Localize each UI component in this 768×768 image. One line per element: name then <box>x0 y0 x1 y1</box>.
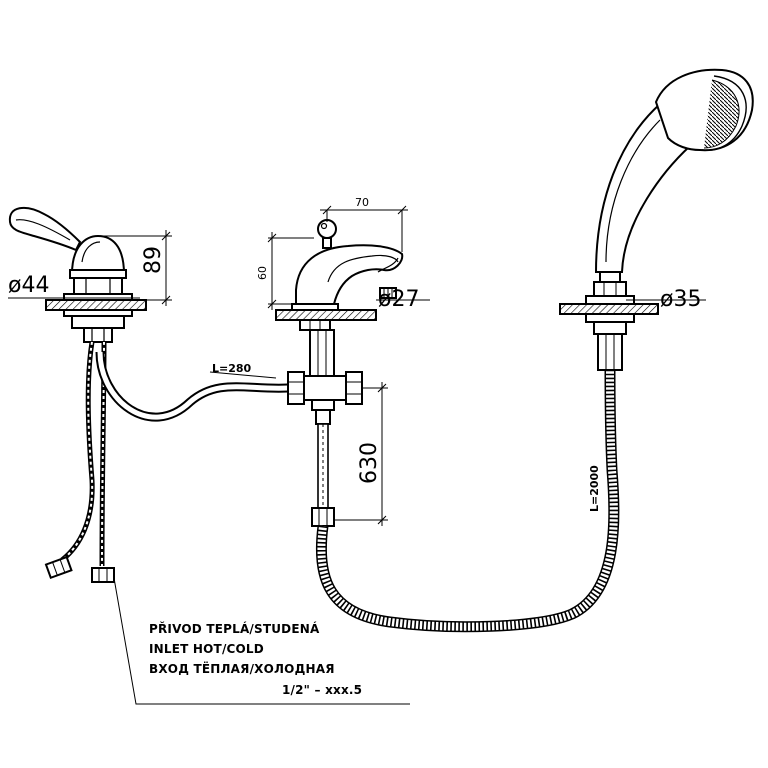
inlet-note-czech: PŘIVOD TEPLÁ/STUDENÁ <box>149 622 320 636</box>
dim-shower-hose-length: L=2000 <box>588 465 601 512</box>
dim-shower-holder-diameter: ø35 <box>660 287 701 312</box>
deck-section-center <box>275 309 377 321</box>
dimension-labels: 89 ø44 70 60 ø27 ø35 L=280 630 L=2000 <box>8 196 701 512</box>
inlet-note-russian: ВХОД ТЁПЛАЯ/ХОЛОДНАЯ <box>149 662 335 676</box>
inlet-nut-hot <box>44 555 73 580</box>
inlet-hoses <box>44 341 289 583</box>
dimension-lines <box>8 205 706 705</box>
spout-assembly <box>275 219 404 527</box>
dim-lever-base-diameter: ø44 <box>8 273 49 298</box>
tee-nut-left <box>287 371 305 405</box>
shower-assembly <box>559 68 754 371</box>
supply-nut <box>311 507 335 527</box>
dim-connection-hose-length: L=280 <box>212 362 252 375</box>
dim-lever-height: 89 <box>141 246 166 274</box>
dim-spout-length: 70 <box>355 196 369 209</box>
deck-section-left <box>45 299 147 311</box>
inlet-note-english: INLET HOT/COLD <box>149 642 264 656</box>
diverter-knob <box>317 219 337 239</box>
lever-handle <box>8 206 82 252</box>
tee-nut-right <box>345 371 363 405</box>
dim-spout-height: 60 <box>256 266 269 280</box>
deck-section-right <box>559 303 659 315</box>
inlet-nut-cold <box>91 567 115 583</box>
shower-hose <box>315 369 620 633</box>
dim-spout-base-diameter: ø27 <box>378 287 419 312</box>
spout <box>295 244 404 305</box>
inlet-note-thread: 1/2" – xxx.5 <box>282 683 363 697</box>
dim-supply-height: 630 <box>357 442 382 484</box>
